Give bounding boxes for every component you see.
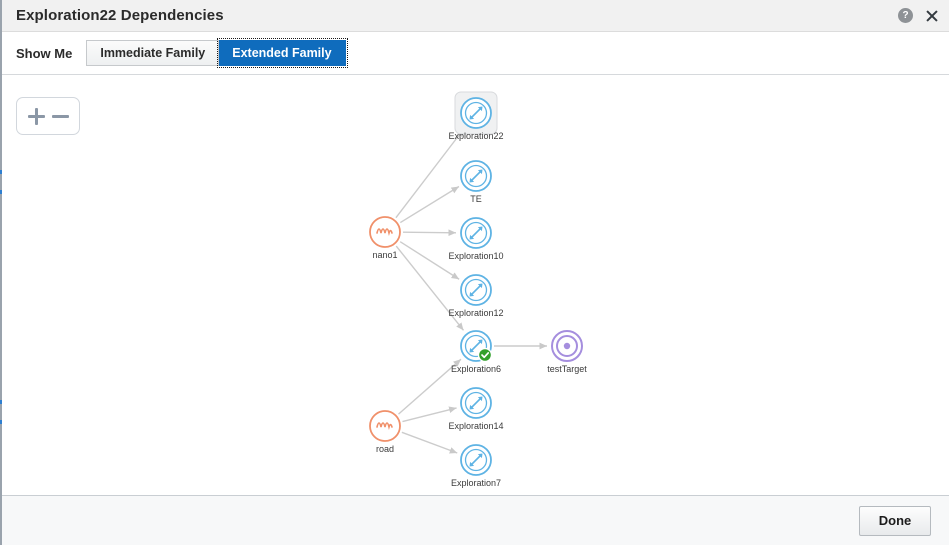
dialog-footer: Done (2, 495, 949, 545)
zoom-out-icon[interactable] (51, 108, 69, 125)
graph-node-label: nano1 (372, 250, 397, 260)
family-scope-toggle: Immediate Family Extended Family (86, 38, 348, 68)
zoom-control (16, 97, 80, 135)
graph-node-nano1[interactable]: nano1 (369, 216, 401, 260)
graph-node-te[interactable]: TE (460, 160, 492, 204)
tab-extended-family[interactable]: Extended Family (217, 38, 348, 68)
graph-node-label: testTarget (547, 364, 587, 374)
graph-edge (395, 245, 465, 331)
zoom-in-icon[interactable] (27, 107, 45, 125)
help-icon[interactable]: ? (898, 8, 913, 23)
graph-node-label: Exploration7 (451, 478, 501, 488)
close-icon[interactable] (924, 8, 940, 24)
dialog-titlebar: Exploration22 Dependencies ? (2, 0, 949, 32)
graph-edge (401, 431, 458, 454)
show-me-label: Show Me (16, 45, 73, 61)
show-me-toolbar: Show Me Immediate Family Extended Family (2, 32, 949, 75)
graph-node-label: Exploration14 (448, 421, 503, 431)
graph-node-exploration10[interactable]: Exploration10 (448, 217, 504, 261)
window-edge-artifacts (0, 0, 2, 545)
graph-edge (402, 406, 457, 423)
graph-node-testtarget[interactable]: testTarget (547, 330, 587, 374)
titlebar-actions: ? (898, 0, 940, 31)
node-status-badge-check (477, 347, 493, 363)
graph-node-label: TE (470, 194, 482, 204)
graph-node-exploration14[interactable]: Exploration14 (448, 387, 504, 431)
graph-node-label: Exploration12 (448, 308, 503, 318)
tab-immediate-family[interactable]: Immediate Family (86, 40, 220, 66)
graph-edge (399, 241, 460, 280)
done-button[interactable]: Done (859, 505, 931, 536)
graph-node-exploration12[interactable]: Exploration12 (448, 274, 504, 318)
graph-node-label: Exploration22 (448, 131, 503, 141)
graph-node-exploration7[interactable]: Exploration7 (451, 444, 501, 488)
graph-node-label: road (376, 444, 394, 454)
dialog-title: Exploration22 Dependencies (16, 7, 224, 24)
graph-node-road[interactable]: road (369, 410, 401, 454)
graph-edge (398, 358, 462, 415)
graph-edges (395, 128, 547, 454)
graph-node-label: Exploration6 (451, 364, 501, 374)
graph-node-exploration22[interactable]: Exploration22 (448, 91, 504, 141)
graph-edge (402, 229, 457, 237)
graph-node-exploration6[interactable]: Exploration6 (451, 330, 501, 374)
graph-edge (399, 185, 460, 224)
graph-node-label: Exploration10 (448, 251, 503, 261)
graph-edge (395, 128, 465, 219)
